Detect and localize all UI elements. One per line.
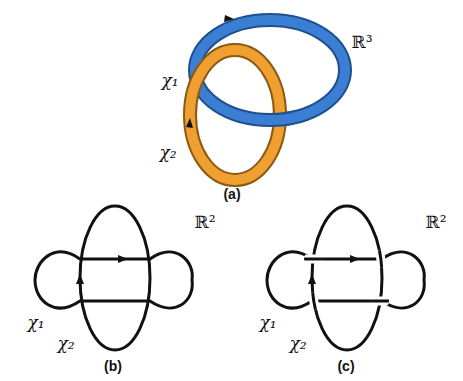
panel-caption: (c) <box>337 359 354 373</box>
link-diagram <box>267 206 424 350</box>
hopf-link <box>186 15 345 180</box>
curve-label: χ₂ <box>289 335 306 352</box>
curve-label: χ₂ <box>159 144 176 161</box>
space-label: ℝ² <box>426 214 447 231</box>
curve-label: χ₁ <box>27 314 44 331</box>
curve-label: χ₁ <box>161 72 178 89</box>
panel-caption: (a) <box>223 187 240 201</box>
curve-label: χ₁ <box>259 314 276 331</box>
space-label: ℝ² <box>195 214 216 231</box>
curve-label: χ₂ <box>57 335 74 352</box>
projection-plain <box>35 206 192 350</box>
space-label: ℝ³ <box>352 34 373 51</box>
panel-caption: (b) <box>104 359 122 373</box>
